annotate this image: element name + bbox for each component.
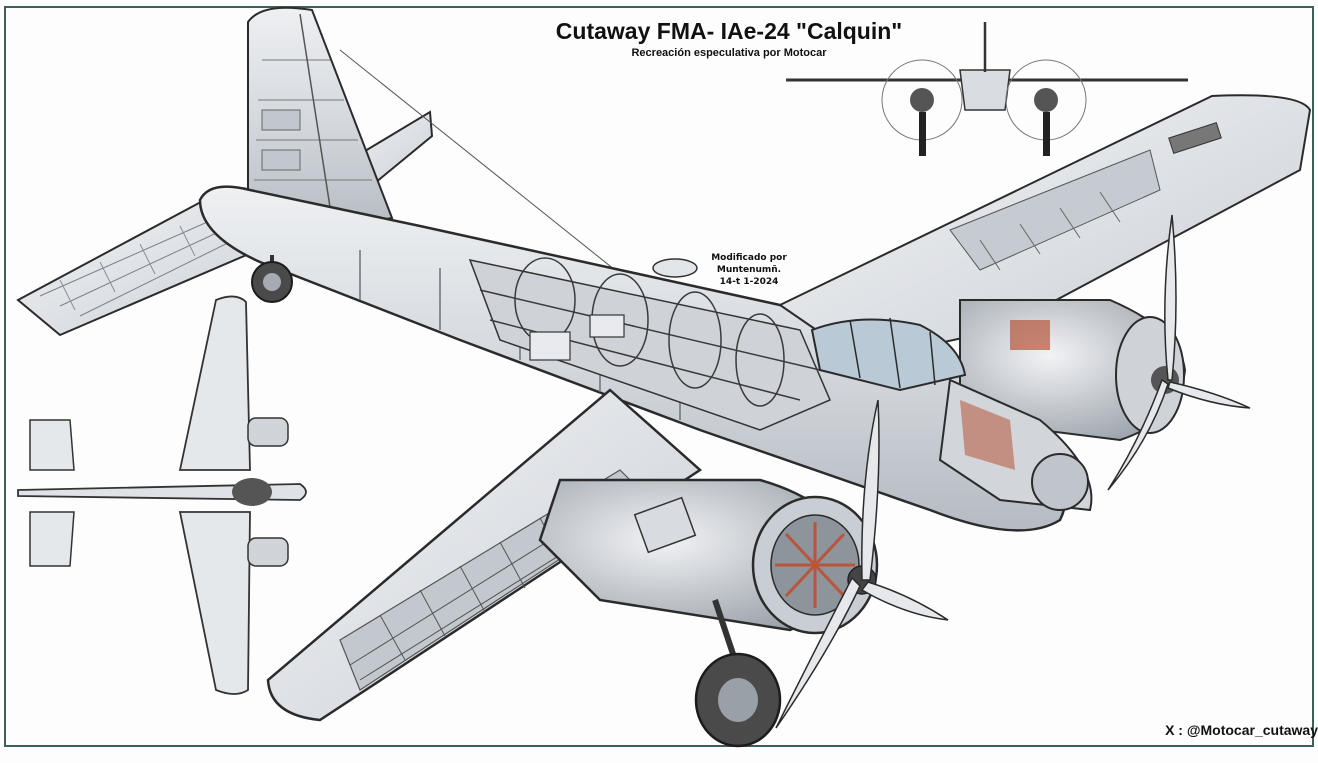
page-title: Cutaway FMA- IAe-24 "Calquin" xyxy=(555,18,903,44)
note-line-1: Modificado por xyxy=(711,253,787,263)
modification-note: Modificado por Muntenumñ. 14-t 1-2024 xyxy=(700,252,798,288)
tail-wheel xyxy=(251,255,293,303)
main-landing-gear xyxy=(694,599,782,748)
border-frame xyxy=(4,6,1314,747)
antenna-wire xyxy=(339,49,641,291)
page-subtitle: Recreación especulativa por Motocar xyxy=(631,47,827,59)
right-propeller xyxy=(1107,214,1251,491)
front-view-drawing xyxy=(786,22,1188,156)
nose-section xyxy=(938,378,1093,512)
cockpit-canopy xyxy=(810,317,967,392)
note-line-2: Muntenumñ. xyxy=(716,265,782,275)
note-line-3: 14-t 1-2024 xyxy=(719,277,779,287)
left-engine-nacelle xyxy=(538,478,879,635)
vertical-fin xyxy=(247,6,394,234)
author-credit: X : @Motocar_cutaway xyxy=(1165,722,1318,738)
left-propeller xyxy=(775,399,949,729)
top-view-drawing xyxy=(17,295,307,695)
right-engine-nacelle xyxy=(959,299,1187,442)
right-wing xyxy=(778,94,1312,362)
